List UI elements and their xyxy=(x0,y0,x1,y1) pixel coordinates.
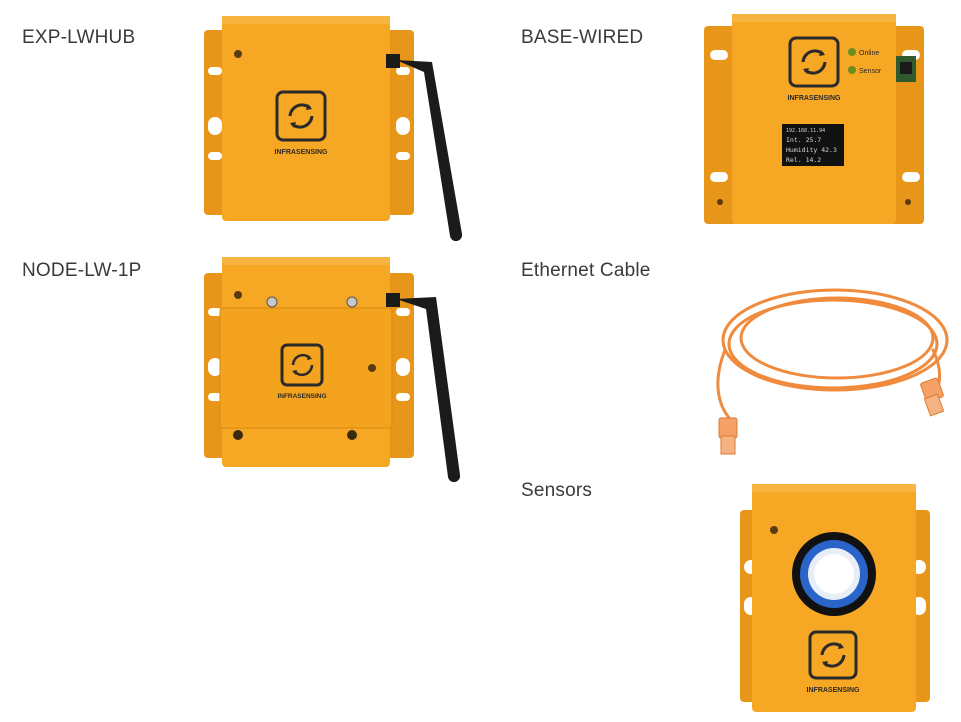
node-lw-1p-label: NODE-LW-1P xyxy=(22,260,142,281)
rj45-connector-icon xyxy=(920,377,945,417)
base-wired-image: Online Sensor INFRASENSING 192.168.11.94… xyxy=(702,12,927,232)
exp-lwhub-label: EXP-LWHUB xyxy=(22,27,136,48)
base-wired-brand: INFRASENSING xyxy=(788,95,841,102)
exp-lwhub-brand: INFRASENSING xyxy=(275,149,328,156)
lcd-line-1: 192.168.11.94 xyxy=(786,128,825,134)
sensor-window-icon xyxy=(792,532,876,616)
infrasensing-logo-icon xyxy=(280,343,324,387)
sensors-image: INFRASENSING xyxy=(738,482,938,718)
lcd-line-4: Rel. 14.2 xyxy=(786,156,821,164)
sensor-led-label: Sensor xyxy=(859,68,882,75)
lcd-display xyxy=(782,124,844,166)
lcd-line-2: Int. 25.7 xyxy=(786,136,821,144)
infrasensing-logo-icon xyxy=(808,630,858,680)
base-wired-label: BASE-WIRED xyxy=(521,27,644,48)
infrasensing-logo-icon xyxy=(788,36,840,88)
antenna-icon xyxy=(396,297,461,483)
antenna-icon xyxy=(396,60,463,242)
ethernet-cable-image xyxy=(705,280,955,465)
sensors-label: Sensors xyxy=(521,480,593,501)
online-led-icon xyxy=(848,48,856,56)
online-led-label: Online xyxy=(859,50,879,57)
node-lw-1p-image: INFRASENSING xyxy=(200,253,470,485)
sensors-brand: INFRASENSING xyxy=(807,687,860,694)
sensor-led-icon xyxy=(848,66,856,74)
lcd-line-3: Humidity 42.3 xyxy=(786,146,837,154)
exp-lwhub-image: INFRASENSING xyxy=(200,12,470,247)
infrasensing-logo-icon xyxy=(275,90,327,142)
rj45-connector-icon xyxy=(718,417,738,455)
node-lw-1p-brand: INFRASENSING xyxy=(277,393,326,400)
ethernet-cable-label: Ethernet Cable xyxy=(521,260,651,281)
